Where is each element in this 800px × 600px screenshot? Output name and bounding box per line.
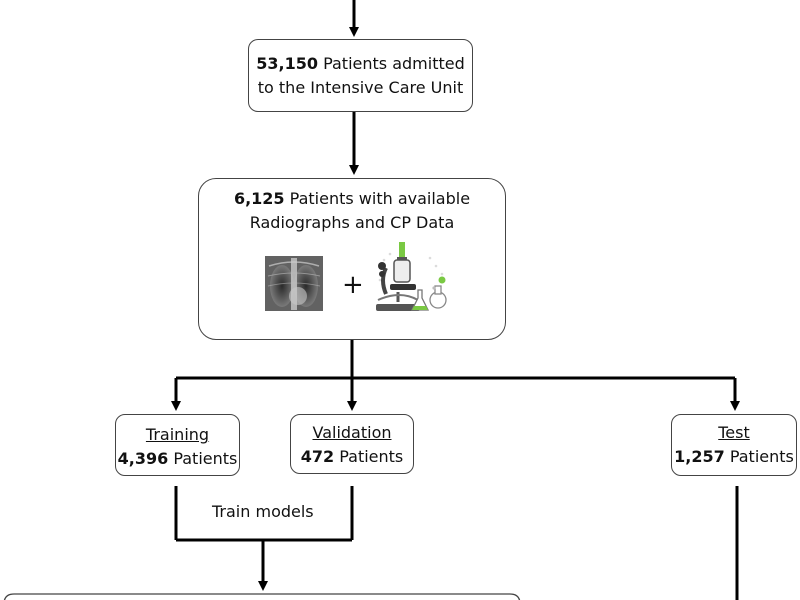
available-text2: Radiographs and CP Data xyxy=(249,213,455,232)
test-count: 1,257 xyxy=(674,447,725,466)
admitted-text2: to the Intensive Care Unit xyxy=(257,78,464,97)
training-count: 4,396 xyxy=(117,449,169,468)
available-line1: 6,125 Patients with available xyxy=(199,187,505,211)
test-title: Test xyxy=(718,423,750,442)
microscope-lab-icon xyxy=(376,242,447,311)
available-text1: Patients with available xyxy=(284,189,471,208)
test-box: Test 1,257 Patients xyxy=(671,414,797,476)
plus-sign: + xyxy=(342,270,364,300)
train-models-label: Train models xyxy=(212,502,314,521)
validation-unit: Patients xyxy=(334,447,404,466)
validation-title: Validation xyxy=(312,423,392,442)
admitted-line1: 53,150 Patients admitted xyxy=(249,52,472,76)
validation-count: 472 xyxy=(300,447,335,466)
training-box: Training 4,396 Patients xyxy=(115,414,240,476)
available-box: 6,125 Patients with available Radiograph… xyxy=(198,178,506,340)
available-count: 6,125 xyxy=(233,189,285,208)
test-unit: Patients xyxy=(724,447,794,466)
admitted-box: 53,150 Patients admitted to the Intensiv… xyxy=(248,39,473,112)
chest-xray-image xyxy=(265,256,323,311)
admitted-count: 53,150 xyxy=(256,54,318,73)
training-unit: Patients xyxy=(168,449,238,468)
training-title: Training xyxy=(145,425,210,444)
admitted-text1: Patients admitted xyxy=(317,54,465,73)
bottom-box-partial xyxy=(3,593,521,600)
validation-box: Validation 472 Patients xyxy=(290,414,414,474)
